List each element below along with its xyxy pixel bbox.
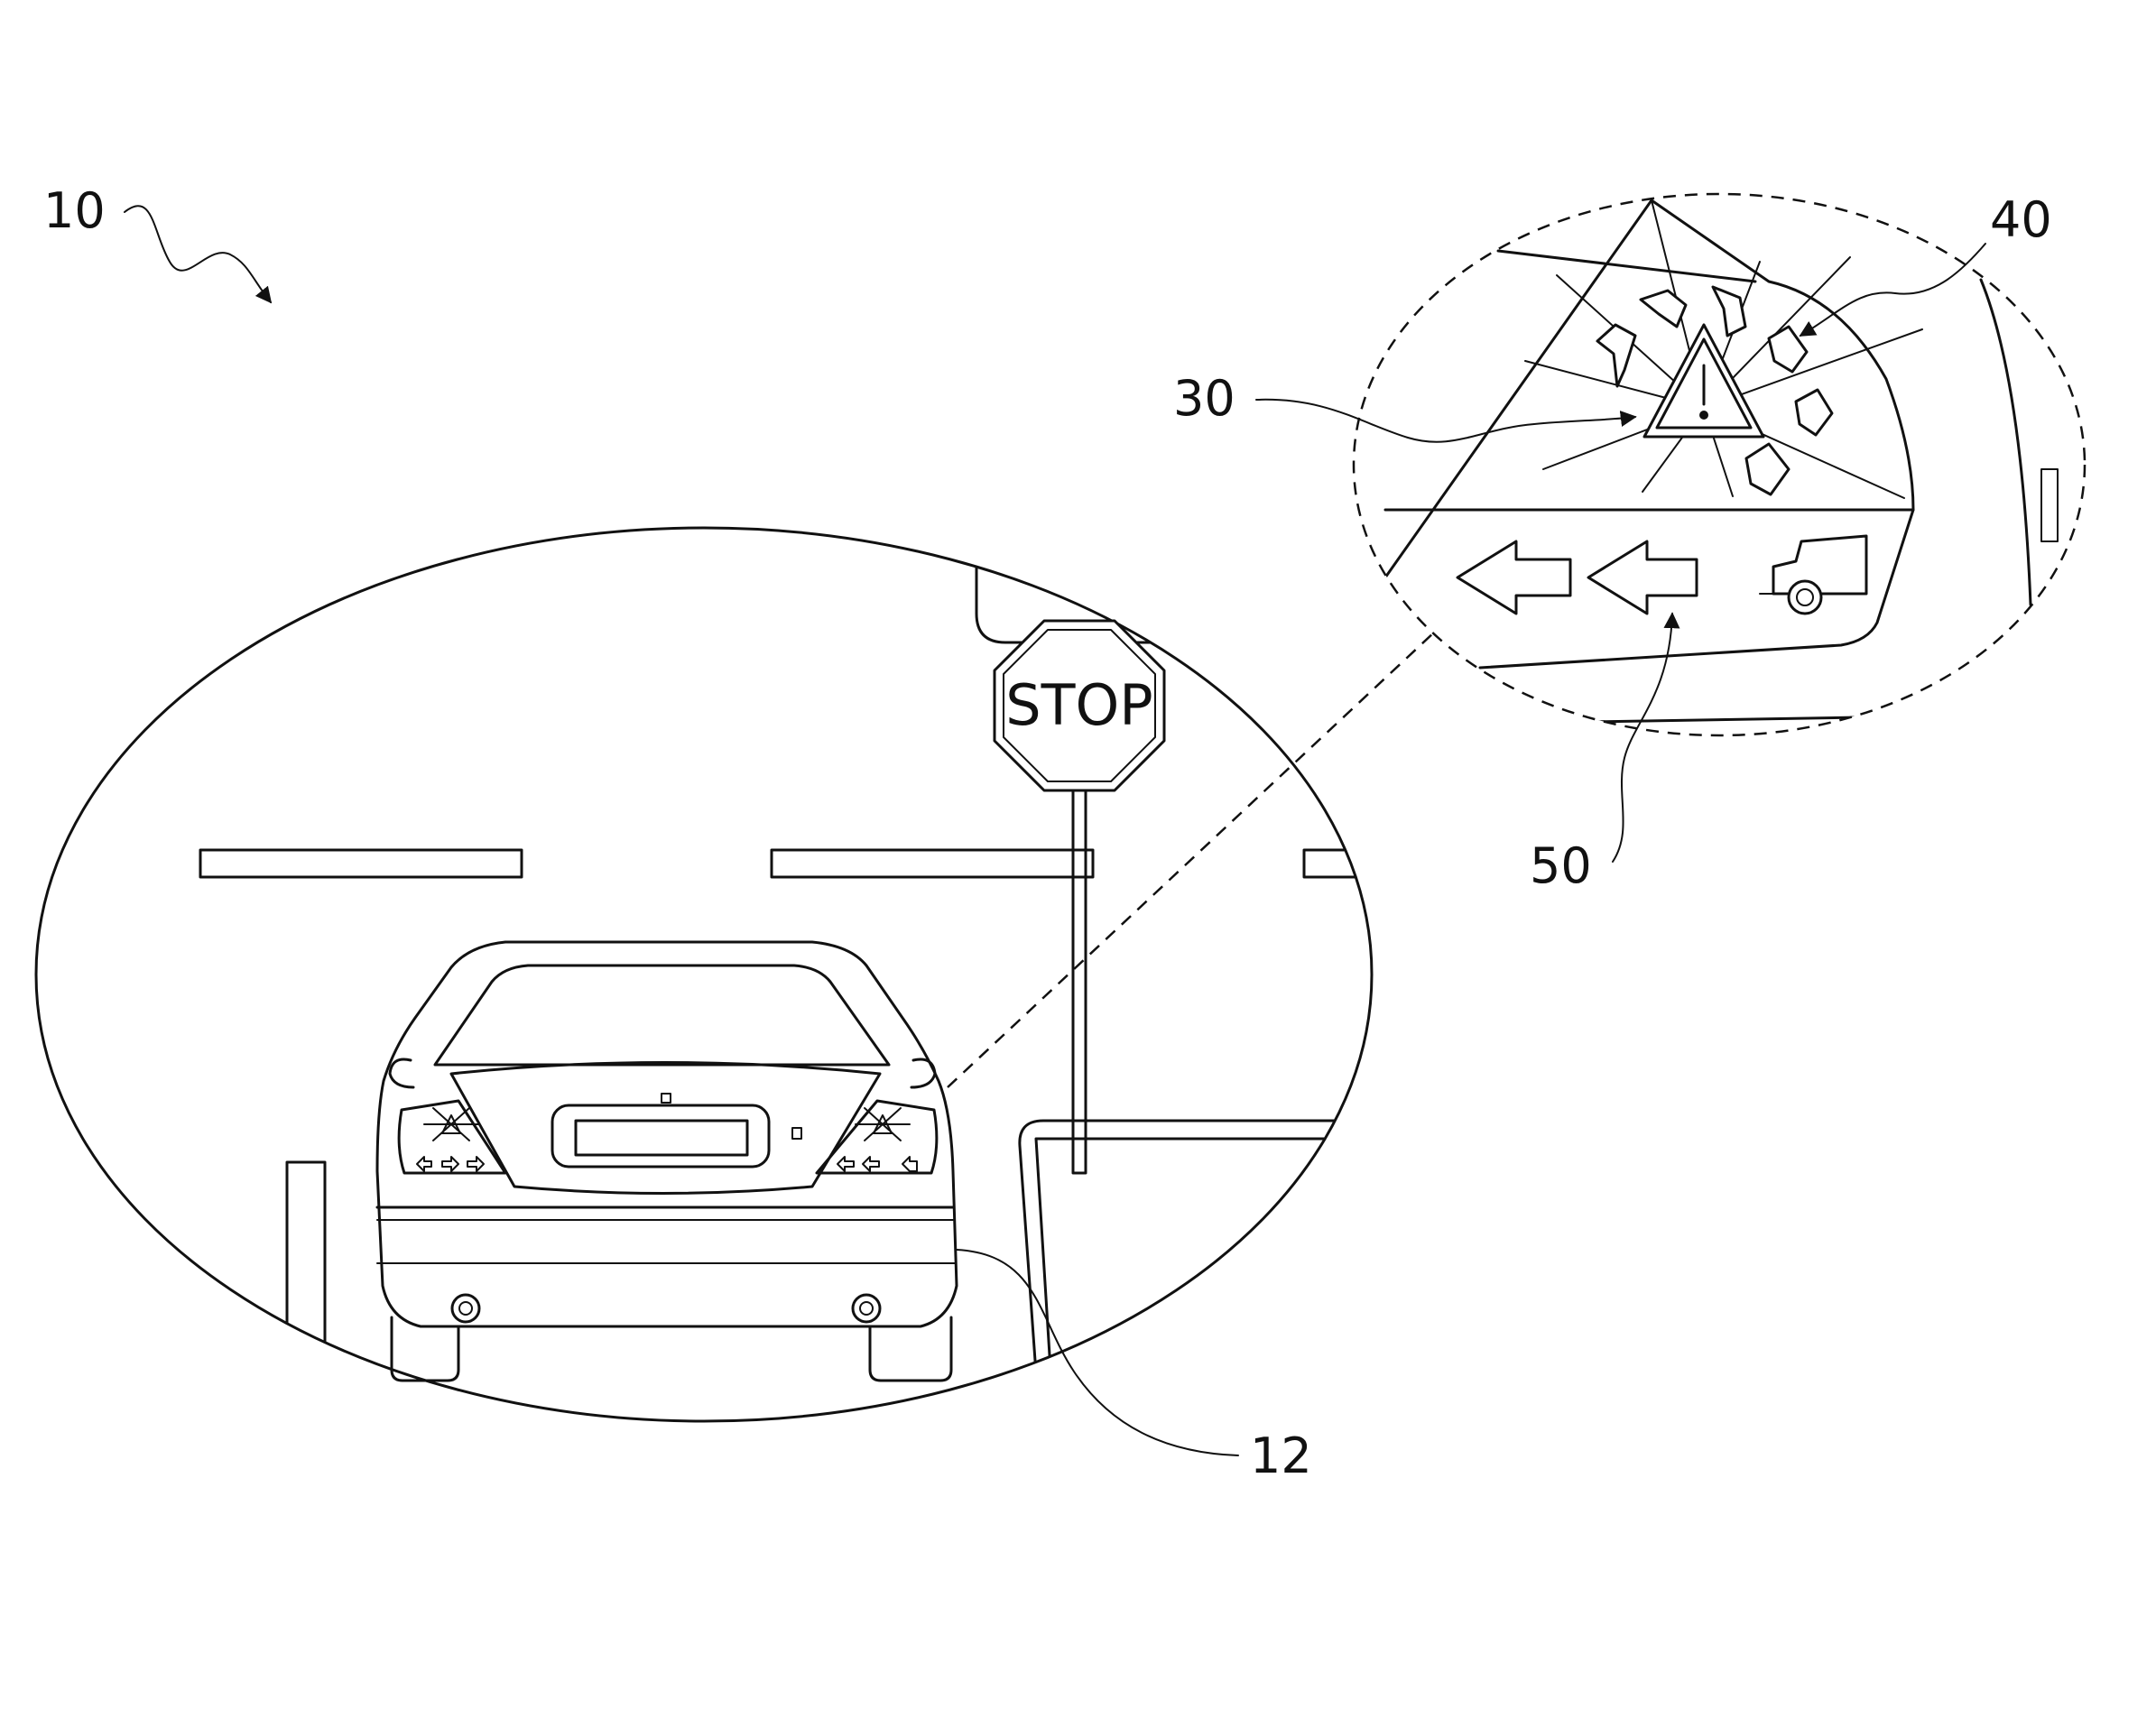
left-post [287, 1162, 325, 1451]
vehicle [377, 942, 957, 1381]
label-10: 10 [43, 182, 106, 239]
left-arrow-icon-1 [1457, 541, 1570, 614]
leader-30 [1256, 400, 1635, 442]
sidewalk-curb-inner [1036, 1139, 1354, 1399]
left-arrow-icon-2 [1588, 541, 1697, 614]
leader-40 [1800, 244, 1985, 336]
main-scene: STOP [36, 528, 1372, 1451]
reference-labels: 10 12 30 40 50 [43, 182, 2052, 1484]
sidewalk-curb [1020, 1121, 1354, 1399]
body-edge [1981, 280, 2031, 605]
stop-sign: STOP [995, 621, 1164, 1173]
hazard-symbol [1644, 325, 1763, 437]
label-40: 40 [1990, 191, 2052, 248]
lamp-bottom-edge [1588, 717, 1859, 722]
stop-sign-text: STOP [1005, 672, 1152, 738]
body-detail [2041, 469, 2058, 541]
label-30: 30 [1173, 370, 1235, 427]
direction-indicator [1457, 536, 1866, 614]
label-50: 50 [1530, 837, 1592, 894]
sign-pole [1073, 776, 1086, 1173]
lamp-housing [1385, 200, 1913, 577]
label-12: 12 [1250, 1427, 1312, 1484]
lane-marking-left [200, 850, 522, 877]
lane-marking-center [772, 850, 1093, 877]
leader-12 [957, 1250, 1238, 1455]
leader-10 [125, 206, 271, 302]
car-body [377, 942, 957, 1326]
leader-50 [1613, 614, 1672, 862]
background-curb [976, 559, 1024, 642]
vehicle-towing-icon [1760, 536, 1866, 614]
inset-tail-light [1385, 200, 2058, 722]
lamp-top-edge [1498, 251, 1755, 282]
light-rays [1525, 200, 1922, 498]
